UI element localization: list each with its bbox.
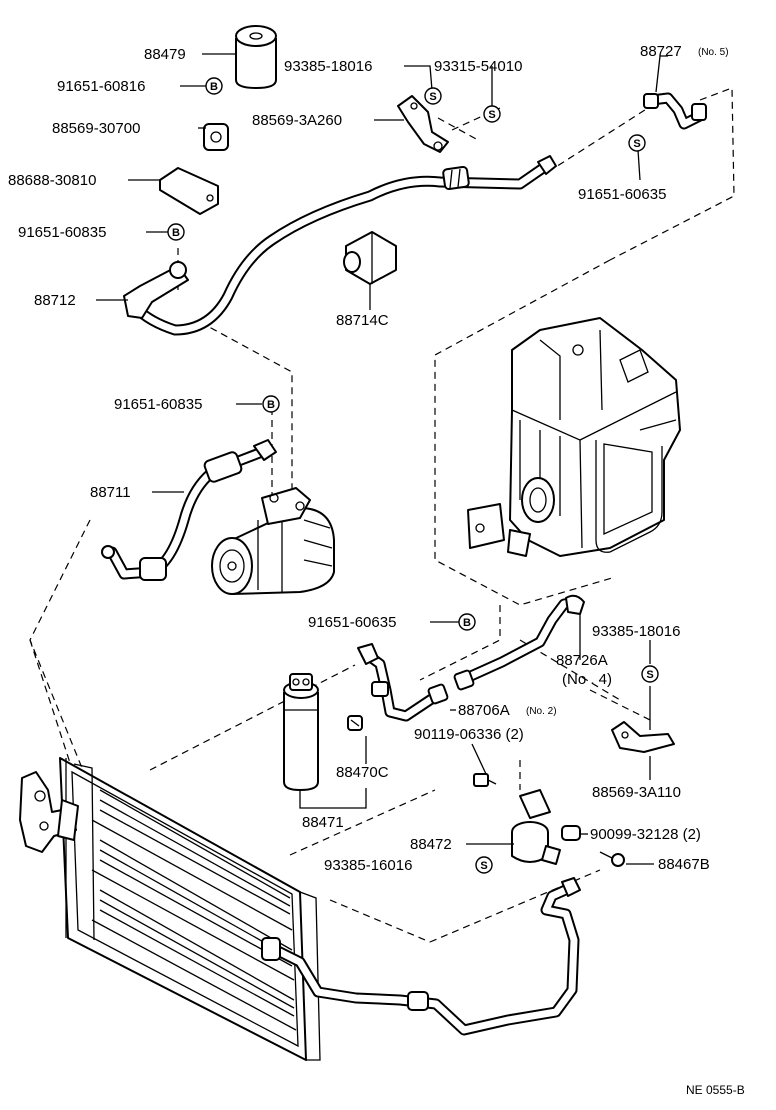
screw-badge: S [628, 134, 646, 152]
bolt-90119 [473, 773, 497, 787]
label-90119-06336: 90119-06336 (2) [414, 726, 524, 743]
label-88727: 88727 [640, 43, 682, 60]
svg-text:B: B [267, 399, 275, 411]
svg-text:S: S [646, 669, 653, 681]
label-93385-18016-top: 93385-18016 [284, 58, 372, 75]
label-93385-18016-mid: 93385-18016 [592, 623, 680, 640]
svg-text:S: S [429, 91, 436, 103]
label-88726A: 88726A [556, 652, 608, 669]
leader-lines [96, 53, 668, 865]
label-88712: 88712 [34, 292, 76, 309]
evaporator-unit [467, 317, 681, 557]
clamp-88569-30700 [203, 123, 229, 151]
label-91651-60635-mid: 91651-60635 [308, 614, 396, 631]
receiver-dryer-top [235, 25, 277, 89]
label-88714C: 88714C [336, 312, 389, 329]
clamp-88714C [343, 231, 397, 285]
label-88688-30810: 88688-30810 [8, 172, 96, 189]
label-88569-30700: 88569-30700 [52, 120, 140, 137]
bolt-badge: B [205, 77, 223, 95]
pipe-88727 [643, 92, 707, 130]
pipe-88726A [453, 594, 585, 691]
assembly-dashed-lines [29, 87, 735, 943]
svg-text:B: B [172, 227, 180, 239]
svg-text:B: B [210, 81, 218, 93]
screw-badge: S [475, 856, 493, 874]
pipe-88712 [123, 155, 557, 336]
screw-88467B [599, 851, 625, 867]
pipe-88711 [101, 439, 277, 581]
label-91651-60835-b: 91651-60835 [114, 396, 202, 413]
svg-text:S: S [480, 860, 487, 872]
plug-88470C [347, 715, 363, 731]
bolt-badge: B [458, 613, 476, 631]
label-88711: 88711 [90, 484, 131, 501]
label-88569-3A260: 88569-3A260 [252, 112, 342, 129]
bolt-badge: B [262, 395, 280, 413]
receiver-dryer-88471 [283, 673, 319, 791]
bracket-88569-3A260 [397, 95, 449, 153]
label-88726A-note: (No . 4) [562, 671, 612, 688]
part-labels: 88479 91651-60816 88569-30700 88688-3081… [8, 43, 745, 1097]
reference-code: NE 0555-B [686, 1083, 745, 1097]
bracket-88569-3A110 [611, 721, 675, 753]
label-91651-60816: 91651-60816 [57, 78, 145, 95]
label-93385-16016: 93385-16016 [324, 857, 412, 874]
condenser [19, 757, 321, 1061]
svg-text:S: S [633, 138, 640, 150]
pipe-condenser-outlet [261, 877, 581, 1036]
svg-text:S: S [488, 109, 495, 121]
nut-90099 [561, 825, 581, 841]
label-88706A: 88706A [458, 702, 510, 719]
clamp-88472 [511, 789, 561, 865]
pipe-88706A [357, 643, 449, 722]
label-90099-32128: 90099-32128 (2) [590, 826, 701, 843]
badges: B S S S B B B S [167, 77, 659, 874]
label-93315-54010: 93315-54010 [434, 58, 522, 75]
label-88471: 88471 [302, 814, 344, 831]
svg-text:B: B [463, 617, 471, 629]
label-91651-60635-top: 91651-60635 [578, 186, 666, 203]
label-88706A-note: (No. 2) [526, 706, 557, 717]
screw-badge: S [424, 87, 442, 105]
label-88479: 88479 [144, 46, 186, 63]
label-88470C: 88470C [336, 764, 389, 781]
screw-badge: S [483, 105, 501, 123]
label-88727-note: (No. 5) [698, 47, 729, 58]
bolt-badge: B [167, 223, 185, 241]
label-88569-3A110: 88569-3A110 [592, 784, 681, 801]
screw-badge: S [641, 665, 659, 683]
compressor [211, 487, 335, 595]
label-91651-60835-a: 91651-60835 [18, 224, 106, 241]
label-88472: 88472 [410, 836, 452, 853]
label-88467B: 88467B [658, 856, 710, 873]
bracket-88688-30810 [159, 167, 219, 215]
